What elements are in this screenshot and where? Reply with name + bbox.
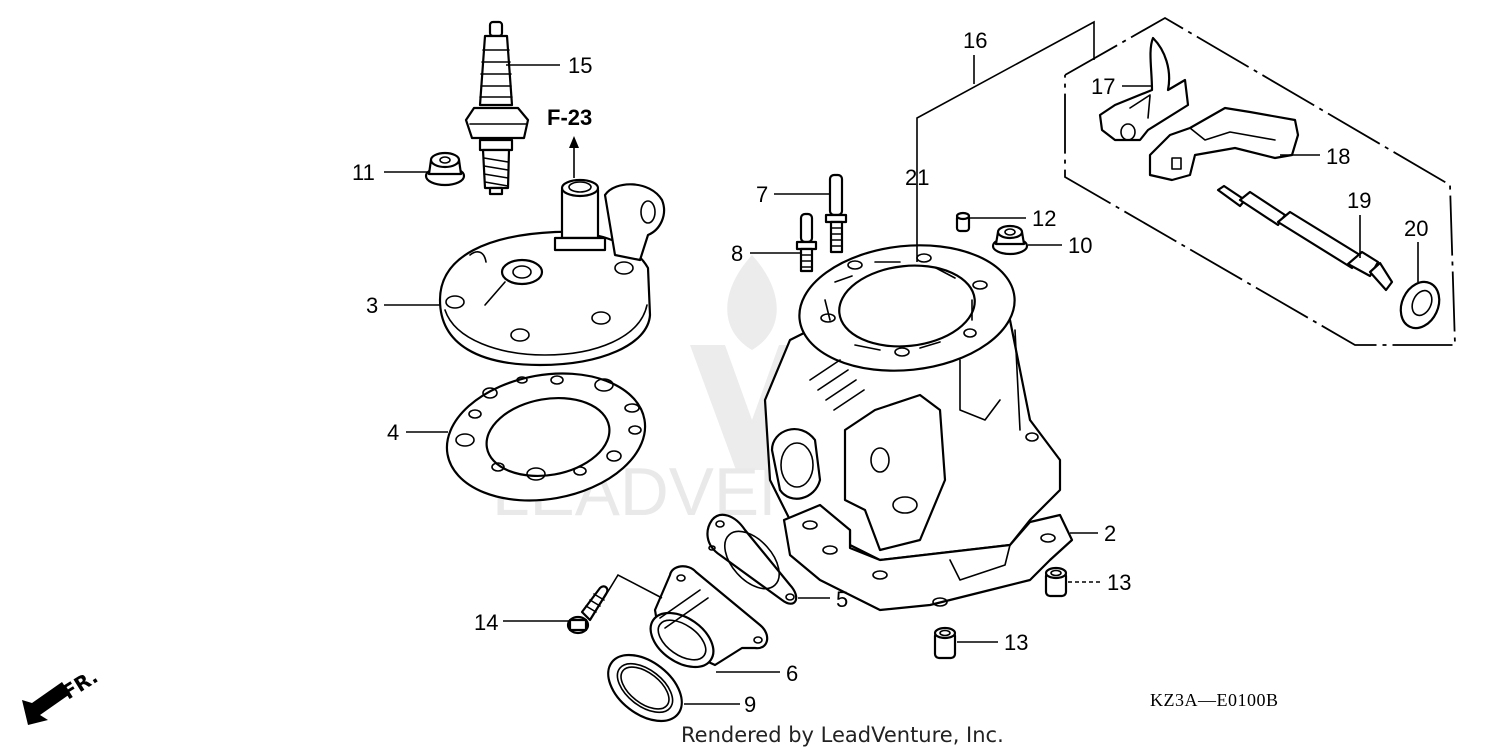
callout-4[interactable]: 4 [387,420,399,445]
callout-15[interactable]: 15 [568,53,592,78]
callout-16[interactable]: 16 [963,28,987,53]
part-dowel-pin[interactable] [955,211,971,233]
part-cylinder-head-gasket[interactable] [437,359,655,516]
exhaust-valve-inset [1064,16,1456,346]
part-cylinder[interactable] [763,235,1062,562]
front-direction-indicator: FR. [22,664,102,725]
callout-13b[interactable]: 13 [1004,630,1028,655]
callout-20[interactable]: 20 [1404,216,1428,241]
callout-8[interactable]: 8 [731,241,743,266]
part-spark-plug[interactable] [464,20,530,196]
part-oil-seal[interactable] [1394,276,1447,335]
callout-13a[interactable]: 13 [1107,570,1131,595]
callout-3[interactable]: 3 [366,293,378,318]
part-insulator-gasket[interactable] [706,513,798,605]
part-flange-nut-head[interactable] [424,151,466,187]
part-exhaust-valve-lever-a[interactable] [1098,36,1190,142]
callout-21[interactable]: 21 [905,165,929,190]
part-intake-insulator[interactable] [641,565,769,678]
callout-10[interactable]: 11 [352,160,375,185]
callout-19[interactable]: 19 [1347,188,1371,213]
arrow-up-icon [569,136,579,148]
callout-17[interactable]: 17 [1091,74,1115,99]
part-exhaust-valve-lever-b[interactable] [1148,106,1300,182]
callout-5[interactable]: 5 [836,587,848,612]
callout-6[interactable]: 6 [786,661,798,686]
callout-14[interactable]: 14 [474,610,498,635]
part-dowel-pin-large-b[interactable] [933,626,957,660]
part-stud-bolt-long[interactable] [824,173,848,254]
callout-18[interactable]: 18 [1326,144,1350,169]
part-flange-nut[interactable] [991,224,1029,256]
callout-2[interactable]: 2 [1104,521,1116,546]
callout-12[interactable]: 12 [1032,206,1056,231]
part-dowel-pin-large-a[interactable] [1044,566,1068,598]
arrow-down-left-icon [22,682,70,725]
callout-11[interactable]: 10 [1068,233,1092,258]
part-exhaust-valve-shaft[interactable] [1216,184,1394,292]
part-flange-bolt[interactable] [566,585,609,635]
part-stud-bolt-short[interactable] [795,212,818,273]
callout-7[interactable]: 7 [756,182,768,207]
part-insulator-band[interactable] [596,642,694,735]
reference-f23[interactable]: F-23 [547,105,592,130]
front-label: FR. [58,664,102,704]
callout-9[interactable]: 9 [744,692,756,717]
watermark-flame-icon [727,255,777,350]
credit-text: Rendered by LeadVenture, Inc. [681,723,1004,747]
part-cylinder-base-gasket[interactable] [782,503,1074,612]
diagram-code: KZ3A—E0100B [1150,690,1279,710]
part-cylinder-head[interactable] [438,178,666,367]
